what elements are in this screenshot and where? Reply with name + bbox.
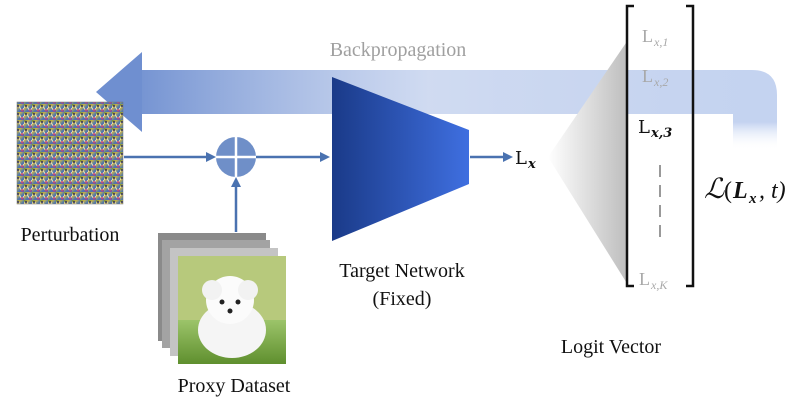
loss-open-paren: (: [724, 178, 732, 204]
backprop-label: Backpropagation: [330, 39, 467, 61]
arrow-plus-to-network: [256, 152, 330, 162]
svg-text:L: L: [638, 117, 650, 138]
logit-entry-1: L x,1: [642, 26, 668, 49]
loss-L: L: [732, 178, 748, 204]
svg-text:x,1: x,1: [653, 35, 668, 49]
loss-function-label: ℒ ( L x , t): [704, 174, 786, 207]
perturbation-label: Perturbation: [21, 224, 120, 246]
arrow-perturb-to-plus: [124, 152, 216, 162]
loss-sub-x: x: [748, 191, 757, 207]
svg-text:x,2: x,2: [653, 75, 668, 89]
logit-entry-3: L x,3: [638, 117, 672, 141]
target-network-label: Target Network: [339, 260, 464, 282]
logit-expansion-fan: [548, 40, 628, 285]
loss-rest: , t): [759, 178, 786, 204]
plus-icon: [216, 137, 256, 177]
dog-image: [178, 256, 286, 364]
lx-sub: x: [527, 157, 536, 172]
logit-vector-label: Logit Vector: [561, 336, 662, 358]
logit-entry-2: L x,2: [642, 66, 668, 89]
proxy-dataset-stack: [158, 233, 286, 364]
svg-text:x,K: x,K: [650, 278, 668, 292]
lx-output-label: L x: [515, 148, 536, 172]
lx-main: L: [515, 148, 527, 169]
target-network-fixed-label: (Fixed): [373, 288, 432, 310]
proxy-dataset-label: Proxy Dataset: [178, 375, 291, 397]
svg-text:L: L: [642, 26, 653, 46]
logit-vector-bracket: [625, 4, 695, 288]
logit-entry-k: L x,K: [639, 269, 668, 292]
svg-text:L: L: [642, 66, 653, 86]
svg-text:x,3: x,3: [650, 126, 672, 141]
svg-text:L: L: [639, 269, 650, 289]
loss-script-symbol: ℒ: [704, 174, 725, 205]
target-network-shape: [332, 77, 469, 241]
perturbation-image: [16, 101, 124, 205]
arrow-proxy-to-plus: [231, 177, 241, 232]
arrow-network-to-lx: [470, 152, 513, 162]
